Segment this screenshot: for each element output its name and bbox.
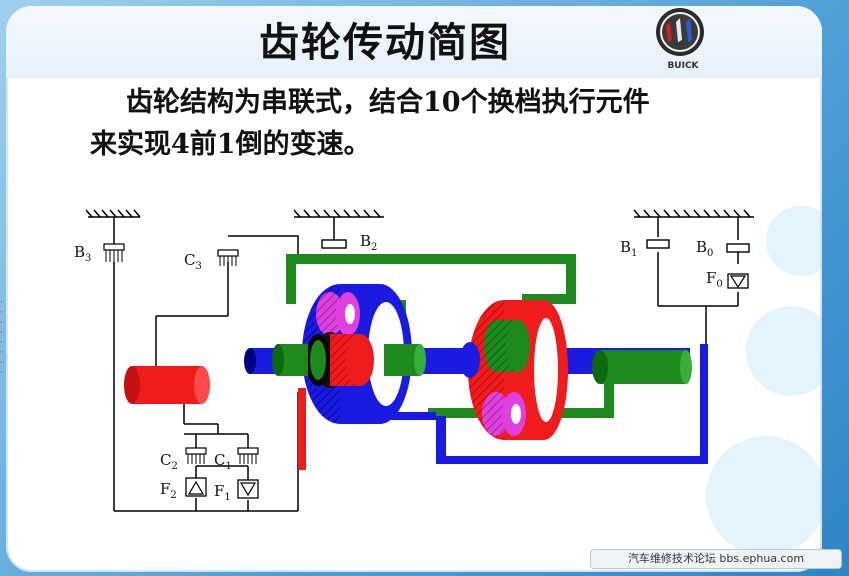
buick-logo: BUICK: [656, 8, 704, 71]
decor-bubble: [746, 306, 822, 396]
brake-b2: [321, 239, 347, 249]
forum-watermark: 汽车维修技术论坛 bbs.ephua.com: [590, 549, 842, 569]
front-planetary-set: [302, 284, 412, 424]
green-sleeve: [272, 344, 426, 376]
rear-planetary-set: [460, 300, 568, 440]
decor-bubble: [766, 206, 822, 276]
oneway-f0: [727, 273, 749, 289]
label-b2: B2: [360, 232, 377, 253]
label-f2: F2: [160, 480, 177, 501]
label-c2: C2: [160, 451, 178, 472]
label-f0: F0: [706, 269, 723, 290]
description-line-2: 来实现4前1倒的变速。: [90, 129, 371, 160]
label-b3: B3: [74, 243, 91, 264]
label-c1: C1: [214, 451, 232, 472]
side-marker: ········: [0, 298, 3, 378]
brake-b3: [103, 243, 125, 262]
output-shaft: [592, 350, 692, 384]
clutch-c1: [237, 447, 259, 464]
red-link: [298, 388, 306, 470]
oneway-f2: [185, 477, 207, 497]
label-f1: F1: [214, 482, 231, 503]
label-b0: B0: [696, 238, 713, 259]
ground-symbols: [85, 209, 754, 218]
logo-text: BUICK: [667, 61, 699, 71]
brake-b1: [646, 239, 670, 249]
label-b1: B1: [620, 238, 637, 259]
brake-b0: [726, 243, 750, 253]
decor-bubble: [706, 436, 822, 556]
slide-description: 齿轮结构为串联式，结合10个换档执行元件 来实现4前1倒的变速。: [90, 82, 790, 166]
blue-linkage: [376, 344, 708, 464]
label-c3: C3: [184, 251, 202, 272]
slide-card: [6, 6, 822, 572]
input-drum: [124, 366, 210, 404]
slide-title: 齿轮传动简图: [259, 19, 511, 66]
clutch-c2: [185, 447, 207, 464]
clutch-c3: [217, 249, 239, 266]
oneway-f1: [237, 479, 259, 499]
description-line-1: 齿轮结构为串联式，结合10个换档执行元件: [126, 87, 650, 118]
